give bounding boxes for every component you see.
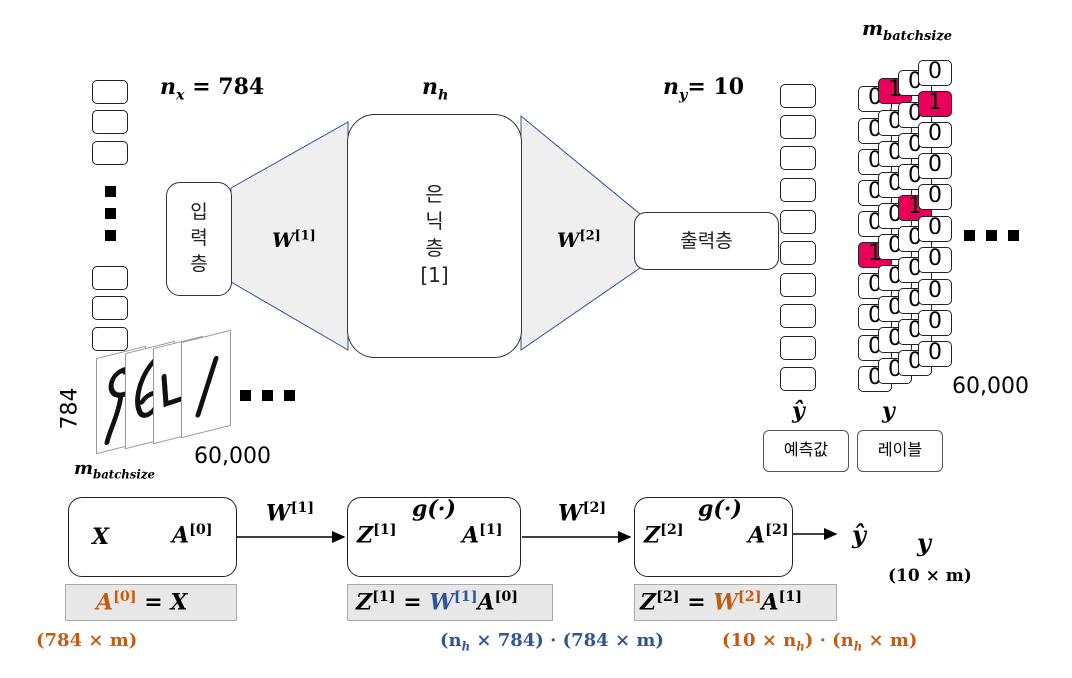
hidden-layer-char: 닉 [425,209,444,233]
input-cell [92,327,128,351]
label-count: 60,000 [952,374,1029,399]
input-cell [92,141,128,165]
flow-z2: Z[2] [644,522,684,549]
digit-stroke [195,355,219,418]
hidden-layer-char: 층 [425,236,444,260]
flow-y-dim: (10 × m) [888,566,972,586]
ellipsis-dot [105,186,116,197]
label-cell-front: 0 [918,279,952,305]
prediction-cell [780,367,816,391]
ellipsis-dot [1008,230,1019,241]
equation-2-box [347,584,553,621]
yhat-symbol: ŷ [792,398,805,424]
ellipsis-dot [105,230,116,241]
prediction-cell [780,178,816,202]
prediction-cell [780,84,816,108]
flow-x: X [92,524,110,550]
nx-label: nx = 784 [160,74,265,104]
label-cell-front: 0 [918,184,952,210]
flow-a1: A[1] [462,522,503,549]
ellipsis-dot [964,230,975,241]
flow-box-1 [68,497,237,577]
label-tag: 레이블 [857,430,943,472]
flow-g1: g(·) [412,496,456,522]
prediction-cell [780,304,816,328]
input-layer-char: 력 [190,227,208,249]
flow-w2: W[2] [558,500,607,527]
label-cell-front: 0 [918,216,952,242]
w1-label: W[1] [272,228,316,252]
label-cell-front: 0 [918,341,952,367]
prediction-cell [780,115,816,139]
equation-3: Z[2] = W[2]A[1] [640,589,803,616]
dim-3: (10 × nh) · (nh × m) [722,630,918,654]
input-layer-box: 입 력 층 [166,182,232,296]
flow-box-2 [347,497,521,577]
equation-3-box [634,584,837,621]
input-cell [92,110,128,134]
hidden-layer-box: 은 닉 층 [1] [347,114,522,358]
mbatch-bottom-label: mbatchsize [74,458,155,482]
ellipsis-dot [986,230,997,241]
label-cell-front-hot: 1 [918,91,952,117]
ellipsis-dot [240,390,251,401]
nh-label: nh [422,74,449,104]
dim-2: (nh × 784) · (784 × m) [440,630,664,654]
mbatch-top-label: mbatchsize [862,16,952,44]
prediction-cell [780,210,816,234]
input-cell [92,80,128,104]
y-symbol: y [882,398,895,424]
equation-2: Z[1] = W[1]A[0] [356,589,519,616]
hidden-layer-char: 은 [425,182,444,206]
flow-w1: W[1] [266,500,315,527]
input-cell [92,296,128,320]
flow-yhat: ŷ [852,520,866,549]
prediction-cell [780,273,816,297]
input-count-label: 60,000 [194,444,271,469]
label-cell-mid-hot: 1 [878,78,912,104]
flow-y: y [917,528,931,557]
digit-image [181,329,231,439]
dim-1: (784 × m) [36,630,138,651]
ellipsis-dot [262,390,273,401]
flow-a2: A[2] [748,522,789,549]
input-layer-char: 입 [190,201,208,223]
w2-label: W[2] [557,228,601,252]
prediction-cell [780,336,816,360]
hidden-layer-char: [1] [420,263,449,287]
flow-z1: Z[1] [357,522,397,549]
ellipsis-dot [284,390,295,401]
prediction-cell [780,146,816,170]
label-cell-front: 0 [918,60,952,86]
prediction-cell [780,241,816,265]
input-layer-char: 층 [190,253,208,275]
output-layer-box: 출력층 [634,212,779,270]
flow-box-3 [634,497,793,577]
label-cell-front: 0 [918,122,952,148]
label-cell-front: 0 [918,153,952,179]
equation-1: A[0] = X [96,589,188,616]
flow-g2: g(·) [698,496,742,522]
flow-a0: A[0] [172,522,213,549]
label-cell-front: 0 [918,310,952,336]
equation-1-box [65,584,237,621]
input-cell [92,266,128,290]
ellipsis-dot [105,208,116,219]
prediction-tag: 예측값 [763,430,849,472]
ny-label: ny= 10 [663,74,745,104]
label-cell-front: 0 [918,247,952,273]
